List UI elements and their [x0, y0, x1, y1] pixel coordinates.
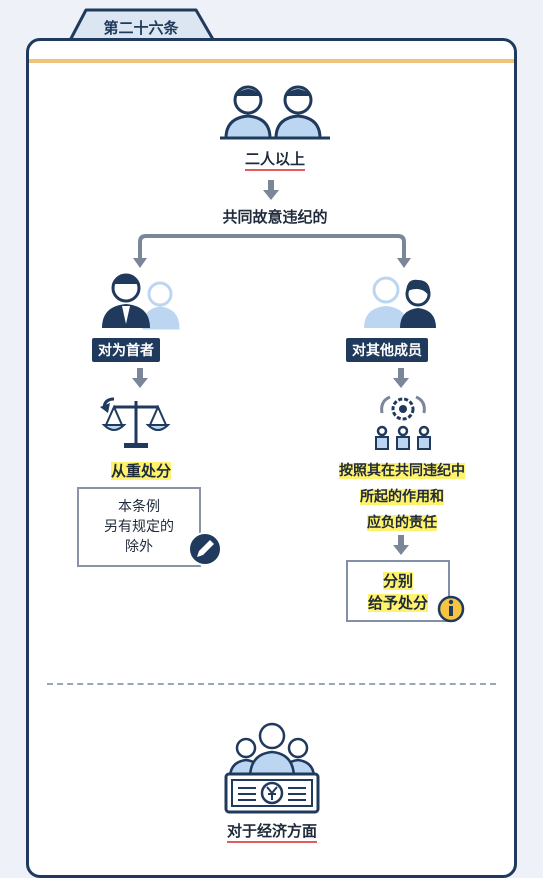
- arrow-down-icon: [263, 180, 279, 200]
- group-money-icon: [224, 722, 320, 814]
- leader-label: 对为首者: [92, 338, 160, 362]
- right-result: 按照其在共同违纪中 所起的作用和 应负的责任: [339, 463, 465, 531]
- members-icon: [364, 276, 436, 328]
- gear-team-icon: [375, 395, 431, 450]
- scale-icon: [100, 397, 171, 448]
- exception-note: 本条例 另有规定的 除外: [77, 487, 201, 567]
- top-label: 二人以上: [220, 148, 330, 171]
- leader-icon: [102, 273, 180, 330]
- info-icon: [437, 595, 465, 623]
- section-divider: [47, 683, 496, 685]
- pencil-icon: [188, 532, 222, 566]
- header-divider: [29, 59, 514, 63]
- left-result: 从重处分: [110, 462, 171, 480]
- outcome-card: 分别 给予处分: [346, 560, 450, 622]
- article-title: 第二十六条: [103, 19, 179, 37]
- sub-label: 共同故意违纪的: [222, 208, 328, 226]
- branch-arrows: [133, 234, 411, 268]
- article-tab: 第二十六条: [60, 8, 222, 46]
- members-label: 对其他成员: [346, 338, 428, 362]
- arrow-down-icon: [132, 368, 148, 388]
- bottom-label: 对于经济方面: [200, 820, 344, 843]
- two-people-icon: [220, 85, 330, 140]
- arrow-down-icon: [393, 368, 409, 388]
- arrow-down-icon: [393, 535, 409, 555]
